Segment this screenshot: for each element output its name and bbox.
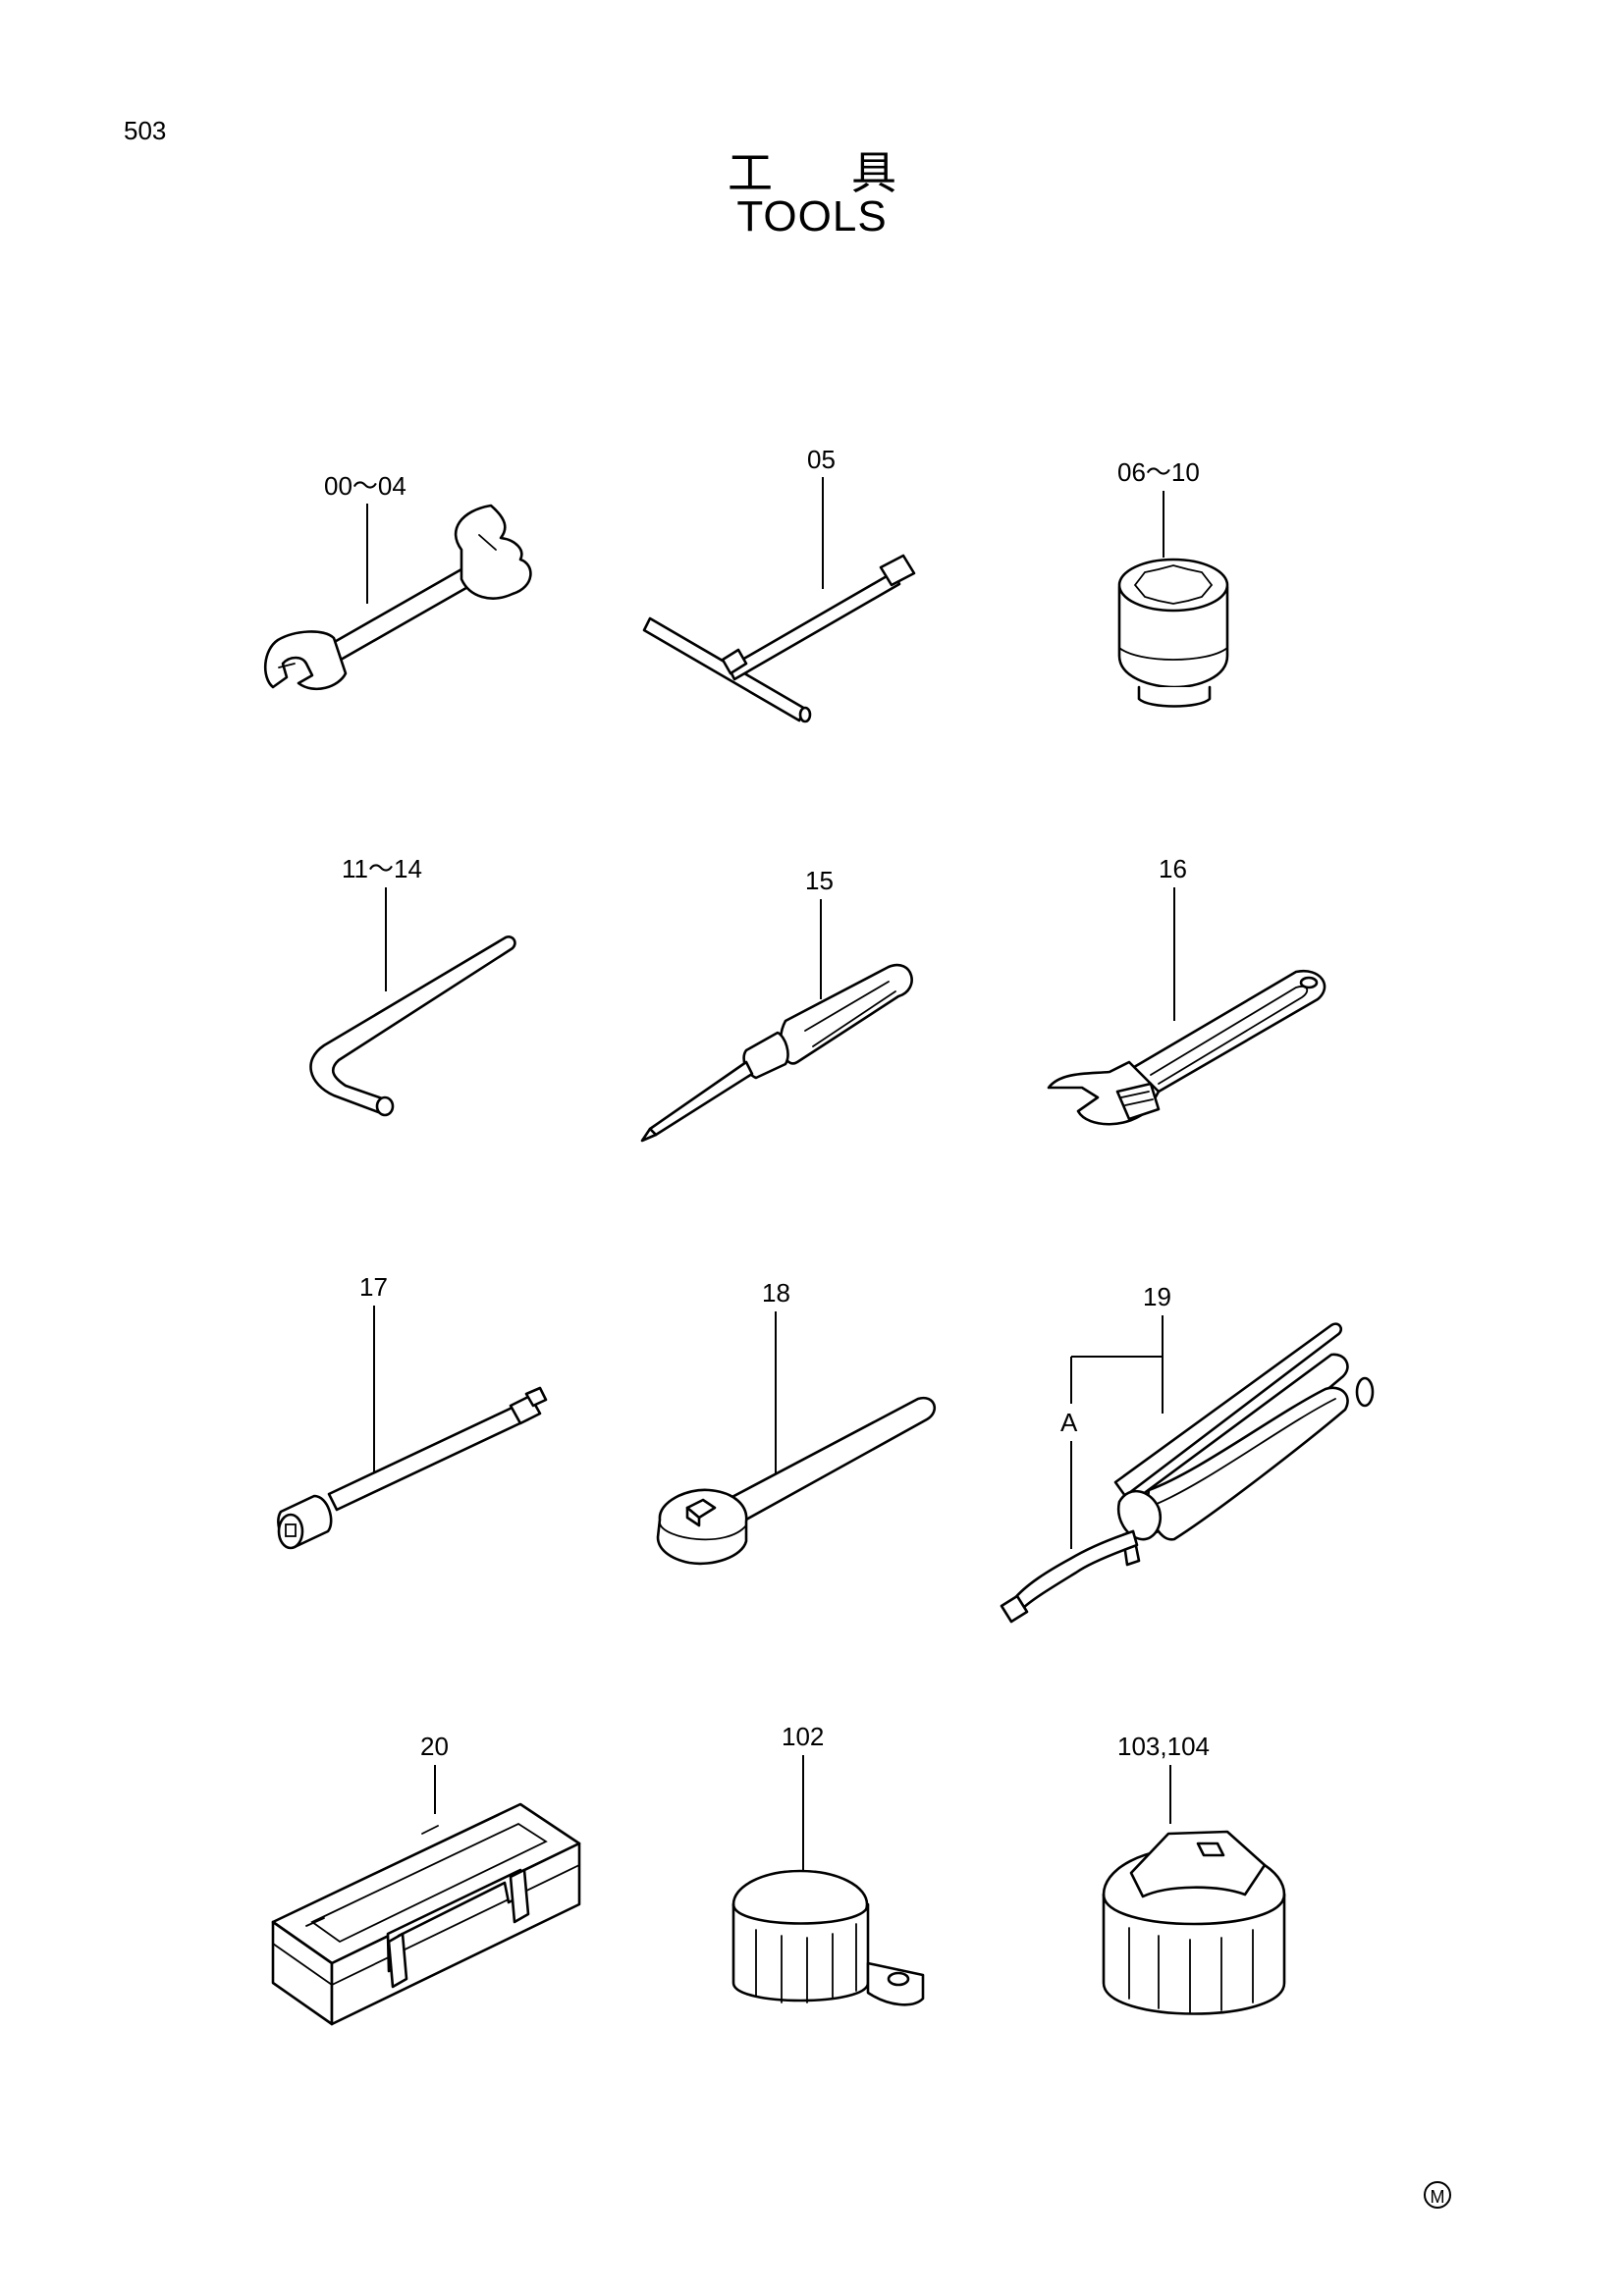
open-end-wrench: 00～04 xyxy=(264,471,532,691)
screwdriver: 15 xyxy=(640,866,913,1143)
hex-key: 11～14 xyxy=(309,854,516,1117)
page-number: 503 xyxy=(124,116,167,145)
grease-gun: 19 A xyxy=(1000,1282,1375,1624)
extension-bar: 17 xyxy=(277,1272,548,1550)
filter-wrench-band: 102 xyxy=(731,1722,925,2006)
adjustable-wrench: 16 xyxy=(1047,854,1326,1126)
socket: 06～10 xyxy=(1117,457,1229,708)
callout-15: 15 xyxy=(805,866,834,895)
callout-17: 17 xyxy=(359,1272,388,1302)
callout-103-104: 103,104 xyxy=(1117,1732,1210,1761)
filter-wrench-cup: 103,104 xyxy=(1102,1732,1286,2015)
callout-20: 20 xyxy=(420,1732,449,1761)
t-handle-wrench: 05 xyxy=(642,445,916,723)
mark-symbol: M xyxy=(1424,2181,1451,2209)
ratchet-handle: 18 xyxy=(656,1278,937,1566)
callout-16: 16 xyxy=(1159,854,1187,883)
callout-a-hose: A xyxy=(1060,1408,1078,1437)
page-title-japanese: 工具 xyxy=(728,146,975,199)
tool-box: 20 xyxy=(271,1732,581,2026)
callout-102: 102 xyxy=(782,1722,824,1751)
page-title: TOOLS xyxy=(736,192,888,240)
callout-11-14: 11～14 xyxy=(342,854,422,883)
callout-00-04: 00～04 xyxy=(324,471,406,501)
callout-05: 05 xyxy=(807,445,836,474)
callout-06-10: 06～10 xyxy=(1117,457,1200,487)
callout-18: 18 xyxy=(762,1278,790,1308)
callout-19: 19 xyxy=(1143,1282,1171,1311)
